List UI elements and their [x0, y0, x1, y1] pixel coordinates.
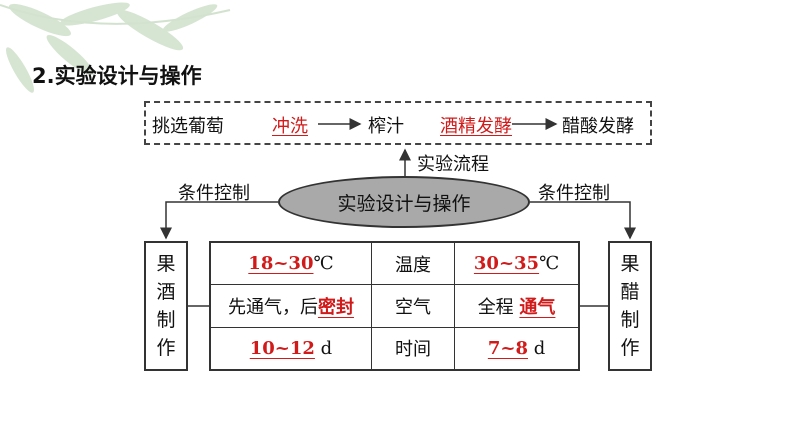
wine-box-char: 制: [156, 309, 176, 331]
table-row-temperature: 18~30℃ 温度 30~35℃: [209, 241, 580, 286]
vinegar-time-answer: 7~8: [487, 337, 528, 359]
wine-temperature-answer: 18~30: [248, 253, 314, 275]
vinegar-box-char: 醋: [620, 281, 640, 303]
flow-step-acetic-fermentation: 醋酸发酵: [562, 116, 634, 137]
flow-step-juice: 榨汁: [368, 116, 404, 137]
param-air: 空气: [370, 284, 456, 328]
center-ellipse: 实验设计与操作: [278, 176, 530, 228]
right-condition-label: 条件控制: [538, 183, 610, 204]
section-title: 2.实验设计与操作: [32, 64, 202, 88]
table-row-air: 先通气，后密封 空气 全程 通气: [209, 284, 580, 328]
wine-time-unit: d: [320, 337, 333, 359]
param-temperature: 温度: [370, 241, 456, 286]
flow-blank-alcohol-fermentation: 酒精发酵: [440, 116, 512, 137]
wine-air-cell: 先通气，后密封: [209, 284, 372, 328]
wine-air-prefix: 先通气，后: [227, 296, 318, 318]
wine-box-char: 果: [156, 253, 176, 275]
left-condition-label: 条件控制: [178, 183, 250, 204]
flow-box: [144, 101, 652, 145]
wine-box-char: 酒: [156, 281, 176, 303]
wine-box-char: 作: [156, 337, 176, 359]
vinegar-box-char: 作: [620, 337, 640, 359]
vinegar-temperature-cell: 30~35℃: [454, 241, 580, 286]
param-time: 时间: [370, 326, 456, 371]
wine-time-cell: 10~12 d: [209, 326, 372, 371]
wine-temperature-unit: ℃: [313, 253, 334, 275]
right-connector: [530, 201, 636, 240]
wine-temperature-cell: 18~30℃: [209, 241, 372, 286]
vinegar-temperature-answer: 30~35: [473, 253, 540, 275]
vinegar-box-char: 制: [620, 309, 640, 331]
flow-step-select-grapes: 挑选葡萄: [152, 116, 224, 137]
wine-air-answer: 密封: [317, 296, 354, 318]
vinegar-air-prefix: 全程: [477, 296, 514, 318]
flow-blank-wash: 冲洗: [272, 116, 308, 137]
center-label: 实验设计与操作: [337, 192, 471, 215]
conditions-table: 18~30℃ 温度 30~35℃ 先通气，后密封 空气 全程 通气 10~12 …: [209, 241, 580, 371]
vinegar-air-cell: 全程 通气: [454, 284, 580, 328]
vinegar-time-cell: 7~8 d: [454, 326, 580, 371]
vinegar-air-answer: 通气: [519, 296, 556, 318]
vinegar-temperature-unit: ℃: [539, 253, 560, 275]
vinegar-time-unit: d: [533, 337, 546, 359]
table-row-time: 10~12 d 时间 7~8 d: [209, 326, 580, 371]
flow-label: 实验流程: [417, 154, 489, 175]
vinegar-box-char: 果: [620, 253, 640, 275]
left-connector: [160, 201, 278, 240]
wine-making-box: 果 酒 制 作: [144, 241, 188, 371]
vinegar-making-box: 果 醋 制 作: [608, 241, 652, 371]
wine-time-answer: 10~12: [249, 337, 315, 359]
